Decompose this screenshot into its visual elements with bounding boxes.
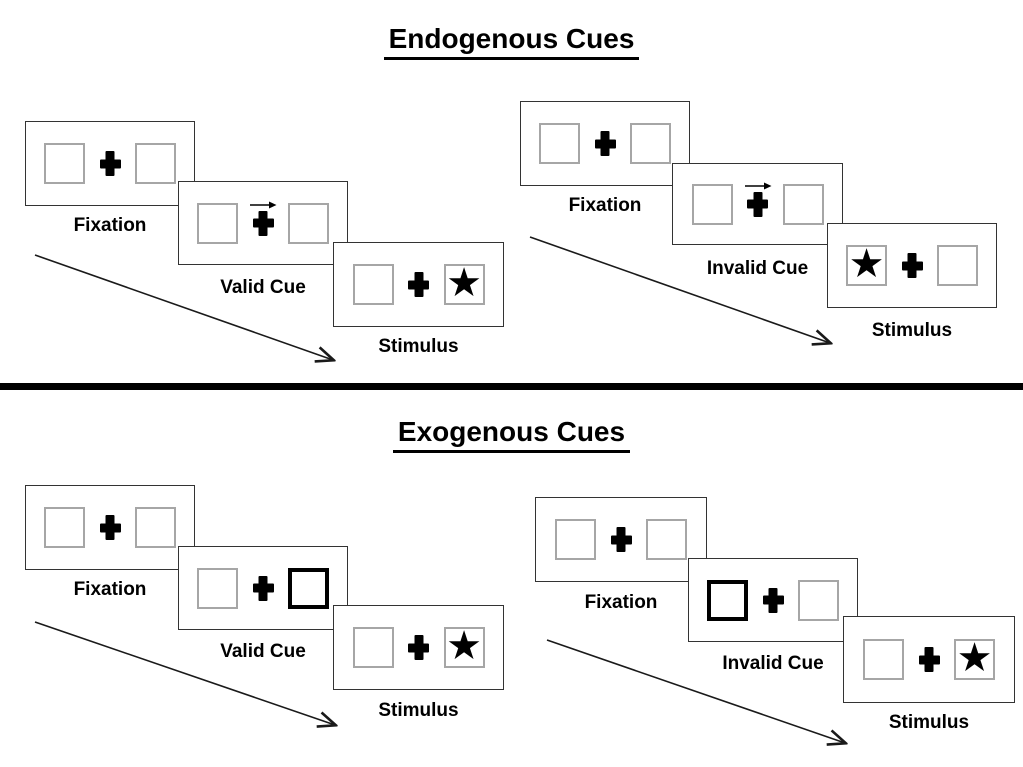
- fixation-label: Fixation: [568, 195, 642, 216]
- cue-label: Invalid Cue: [706, 258, 809, 279]
- center-column: [608, 519, 634, 560]
- left-target-square: ★: [846, 242, 887, 286]
- fixation-label: Fixation: [584, 592, 658, 613]
- fixation-label: Fixation: [73, 215, 147, 236]
- star-stimulus-icon: ★: [956, 636, 993, 680]
- cue-label: Invalid Cue: [722, 653, 824, 674]
- fixation-cross-icon: [763, 588, 784, 613]
- left-highlighted-cue-square: [707, 579, 748, 621]
- left-placeholder-square: [44, 507, 85, 548]
- center-column: [250, 568, 276, 609]
- cue-arrow-right-icon: [744, 182, 771, 189]
- right-placeholder-square: [646, 519, 687, 560]
- exo-valid-stimulus-panel: ★: [333, 605, 504, 690]
- endo-valid-cue-panel: [178, 181, 348, 265]
- center-column: [744, 182, 771, 225]
- endo-valid-stimulus-panel: ★: [333, 242, 504, 327]
- left-placeholder-square: [555, 519, 596, 560]
- fixation-cross-icon: [919, 647, 940, 672]
- exogenous-section-title: Exogenous Cues: [0, 416, 1023, 453]
- section-divider: [0, 383, 1023, 390]
- exogenous-title-text: Exogenous Cues: [392, 416, 631, 453]
- center-column: [592, 123, 618, 164]
- left-placeholder-square: [539, 123, 580, 164]
- stimulus-label: Stimulus: [378, 700, 459, 721]
- timeline-arrow-icon: [34, 254, 342, 366]
- fixation-cross-icon: [100, 515, 121, 540]
- center-column: [97, 143, 123, 184]
- left-placeholder-square: [197, 202, 238, 244]
- left-placeholder-square: [352, 264, 394, 305]
- timeline-arrow-icon: [529, 236, 840, 350]
- left-placeholder-square: [197, 567, 238, 609]
- star-stimulus-icon: ★: [848, 242, 885, 286]
- star-stimulus-icon: ★: [446, 624, 482, 668]
- right-placeholder-square: [782, 183, 824, 225]
- center-column: [406, 264, 432, 305]
- right-placeholder-square: [798, 579, 839, 621]
- exo-valid-fixation-panel: [25, 485, 195, 570]
- stimulus-label: Stimulus: [378, 336, 459, 357]
- endogenous-section-title: Endogenous Cues: [0, 23, 1023, 60]
- timeline-arrow-icon: [34, 621, 345, 731]
- right-placeholder-square: [135, 507, 176, 548]
- cue-label: Valid Cue: [220, 641, 306, 662]
- fixation-cross-icon: [747, 192, 768, 217]
- center-column: [916, 639, 942, 680]
- timeline-arrow-icon: [546, 639, 854, 749]
- right-placeholder-square: [288, 202, 329, 244]
- right-target-square: ★: [443, 624, 485, 668]
- exo-valid-cue-panel: [178, 546, 348, 630]
- left-placeholder-square: [691, 183, 733, 225]
- fixation-cross-icon: [595, 131, 616, 156]
- center-column: [406, 627, 432, 668]
- fixation-label: Fixation: [73, 579, 147, 600]
- right-target-square: ★: [954, 636, 995, 680]
- fixation-cross-icon: [408, 272, 429, 297]
- center-column: [250, 201, 277, 244]
- fixation-cross-icon: [100, 151, 121, 176]
- fixation-cross-icon: [902, 253, 923, 278]
- center-column: [899, 245, 925, 286]
- right-placeholder-square: [630, 123, 671, 164]
- fixation-cross-icon: [408, 635, 429, 660]
- right-highlighted-cue-square: [288, 567, 329, 609]
- exo-invalid-fixation-panel: [535, 497, 707, 582]
- right-target-square: ★: [443, 261, 485, 305]
- exo-invalid-cue-panel: [688, 558, 858, 642]
- endo-invalid-cue-panel: [672, 163, 843, 245]
- left-placeholder-square: [44, 143, 85, 184]
- center-column: [760, 580, 786, 621]
- cue-label: Valid Cue: [220, 277, 306, 298]
- right-placeholder-square: [937, 245, 978, 286]
- stimulus-label: Stimulus: [871, 320, 953, 341]
- cue-arrow-right-icon: [250, 201, 277, 208]
- endo-invalid-stimulus-panel: ★: [827, 223, 997, 308]
- left-placeholder-square: [352, 627, 394, 668]
- fixation-cross-icon: [253, 576, 274, 601]
- center-column: [97, 507, 123, 548]
- fixation-cross-icon: [253, 211, 274, 236]
- endo-valid-fixation-panel: [25, 121, 195, 206]
- star-stimulus-icon: ★: [446, 261, 482, 305]
- stimulus-label: Stimulus: [888, 712, 970, 733]
- exo-invalid-stimulus-panel: ★: [843, 616, 1015, 703]
- endo-invalid-fixation-panel: [520, 101, 690, 186]
- endogenous-title-text: Endogenous Cues: [383, 23, 640, 60]
- right-placeholder-square: [135, 143, 176, 184]
- left-placeholder-square: [863, 639, 904, 680]
- fixation-cross-icon: [611, 527, 632, 552]
